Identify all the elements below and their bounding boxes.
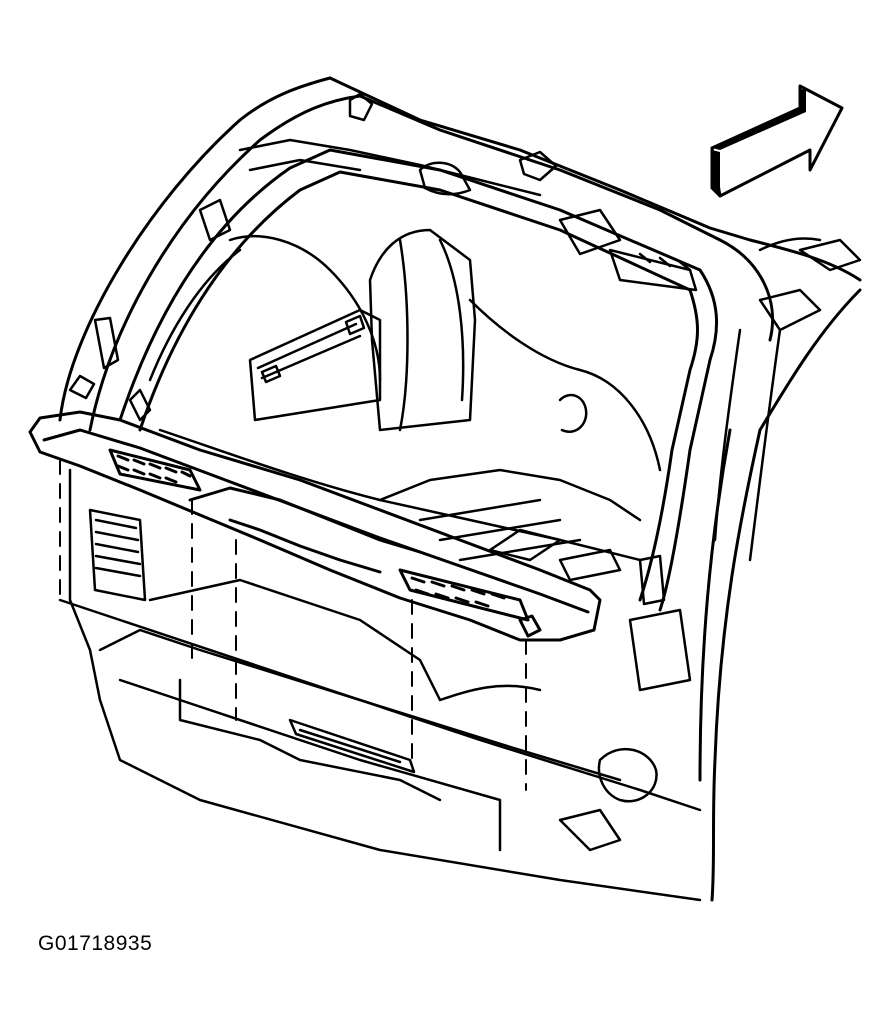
left-pillar: [68, 248, 242, 422]
rear-bumper-area: [58, 468, 702, 902]
alignment-guide-lines: [59, 459, 527, 791]
figure-code-label: G01718935: [38, 932, 153, 955]
cargo-floor: [158, 428, 642, 582]
forward-arrow-icon: [710, 84, 844, 198]
right-pillar: [713, 237, 862, 562]
rear-sill-trim-panel: [28, 410, 602, 642]
rear-window-opening: [118, 148, 719, 612]
roof-rail-details: [198, 92, 698, 292]
liftgate-opening-frame: [58, 76, 862, 902]
interior-seat-and-panels: [228, 228, 662, 472]
